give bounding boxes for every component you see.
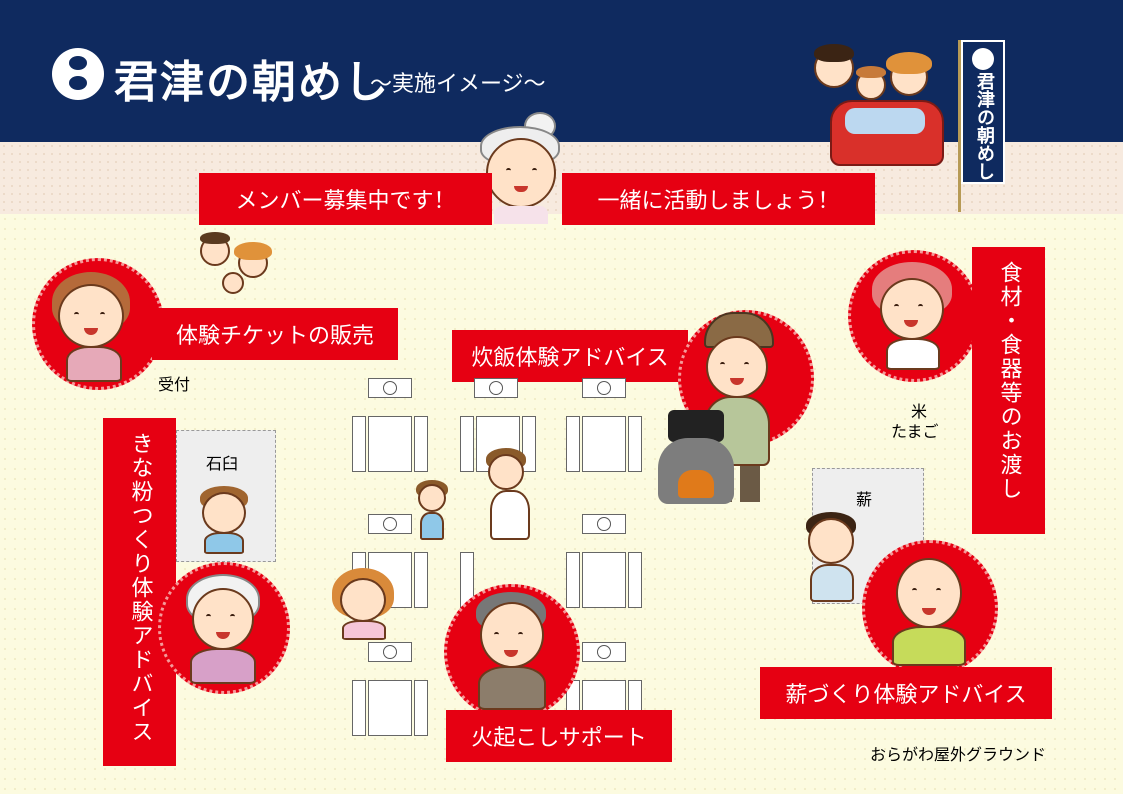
mortar-boy-illustration bbox=[196, 486, 256, 556]
fire-support-label: 火起こしサポート bbox=[446, 710, 672, 762]
family-car-illustration bbox=[790, 40, 950, 166]
ticket-sales-label: 体験チケットの販売 bbox=[152, 308, 398, 360]
firewood-advisor-illustration bbox=[882, 548, 978, 668]
table bbox=[582, 552, 626, 608]
bench bbox=[628, 552, 642, 608]
bench bbox=[414, 680, 428, 736]
page-subtitle: 〜実施イメージ〜 bbox=[370, 72, 546, 97]
egg-label: たまご bbox=[891, 422, 939, 441]
pot bbox=[474, 378, 518, 398]
nobori-flag: 君津の朝めし bbox=[961, 40, 1005, 184]
firewood-boy-illustration bbox=[798, 512, 862, 604]
pot bbox=[582, 514, 626, 534]
join-label: 一緒に活動しましょう！ bbox=[562, 173, 875, 225]
bench bbox=[566, 552, 580, 608]
table bbox=[368, 416, 412, 472]
bench bbox=[414, 552, 428, 608]
flag-text: 君津の朝めし bbox=[974, 72, 995, 180]
ingredients-staff-illustration bbox=[868, 262, 964, 372]
logo-icon bbox=[52, 48, 104, 100]
bench bbox=[628, 416, 642, 472]
recruit-label: メンバー募集中です！ bbox=[199, 173, 492, 225]
firewood-label: 薪 bbox=[856, 490, 873, 509]
pot bbox=[368, 514, 412, 534]
girl-eating-illustration bbox=[330, 568, 400, 640]
kinako-advisor-illustration bbox=[176, 574, 272, 686]
ingredients-label: 食材・食器等のお渡し bbox=[972, 247, 1045, 534]
family-illustration bbox=[196, 232, 276, 306]
pot bbox=[582, 378, 626, 398]
rice-advice-label: 炊飯体験アドバイス bbox=[452, 330, 688, 382]
pot bbox=[368, 378, 412, 398]
rice-label: 米 bbox=[911, 402, 928, 421]
bench bbox=[352, 416, 366, 472]
firewood-advice-label: 薪づくり体験アドバイス bbox=[760, 667, 1052, 719]
reception-label: 受付 bbox=[158, 375, 191, 394]
bench bbox=[566, 416, 580, 472]
rice-advisor-illustration bbox=[698, 312, 778, 502]
high-five-illustration bbox=[414, 448, 544, 560]
table bbox=[368, 680, 412, 736]
bench bbox=[414, 416, 428, 472]
bench bbox=[352, 680, 366, 736]
stone-mortar-label: 石臼 bbox=[206, 454, 239, 473]
pot bbox=[368, 642, 412, 662]
table bbox=[582, 416, 626, 472]
fire-support-illustration bbox=[466, 592, 558, 712]
ticket-seller-illustration bbox=[52, 270, 152, 390]
logo-icon bbox=[972, 48, 994, 70]
pot bbox=[582, 642, 626, 662]
kamado-stove-illustration bbox=[654, 410, 744, 506]
bench bbox=[460, 416, 474, 472]
venue-label: おらがわ屋外グラウンド bbox=[870, 745, 1047, 764]
logo-title: 君津の朝めし bbox=[114, 57, 390, 108]
grandma-illustration bbox=[476, 112, 566, 224]
flag-pole bbox=[958, 40, 961, 212]
kinako-label: きな粉つくり体験アドバイス bbox=[103, 418, 176, 766]
